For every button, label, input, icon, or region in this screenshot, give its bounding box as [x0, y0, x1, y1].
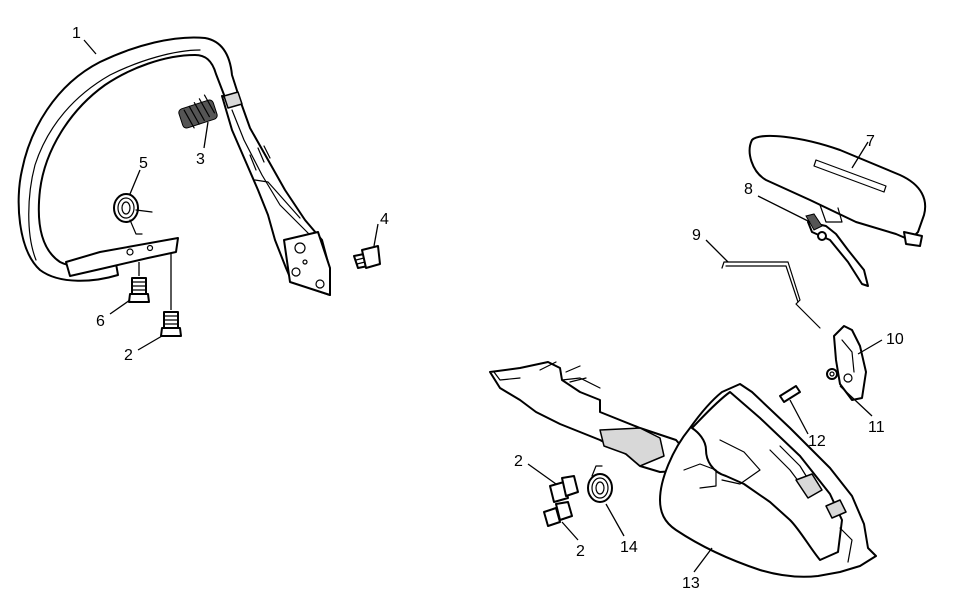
callout-2-upper-right: 2 — [514, 453, 523, 470]
hand-guard — [17, 36, 331, 296]
callout-3: 3 — [196, 151, 205, 168]
callout-12: 12 — [808, 433, 826, 450]
callout-1: 1 — [72, 25, 81, 42]
callout-7: 7 — [866, 133, 875, 150]
callout-6: 6 — [96, 313, 105, 330]
callout-9: 9 — [692, 227, 701, 244]
wire-rod-9 — [721, 261, 821, 329]
latch-10 — [833, 325, 867, 401]
small-spring-11 — [826, 368, 838, 380]
callout-5: 5 — [139, 155, 148, 172]
callout-4: 4 — [380, 211, 389, 228]
callout-2-lower-right: 2 — [576, 543, 585, 560]
torsion-spring-5 — [113, 193, 153, 235]
spring-14 — [587, 465, 613, 503]
pin-12 — [779, 385, 801, 403]
lever-8 — [805, 213, 869, 287]
screw-4 — [353, 245, 381, 269]
callout-13: 13 — [682, 575, 700, 592]
screw-2-lower-right — [543, 501, 573, 527]
spring-3 — [178, 91, 243, 129]
handle-cover-7 — [748, 134, 927, 247]
screw-2-left — [160, 311, 182, 337]
screw-6 — [128, 277, 150, 303]
callout-11: 11 — [868, 419, 885, 436]
clutch-cover-13 — [489, 361, 877, 578]
callout-2-left: 2 — [124, 347, 133, 364]
callout-10: 10 — [886, 331, 904, 348]
callout-8: 8 — [744, 181, 753, 198]
screw-2-upper-right — [549, 475, 579, 503]
callout-14: 14 — [620, 539, 638, 556]
